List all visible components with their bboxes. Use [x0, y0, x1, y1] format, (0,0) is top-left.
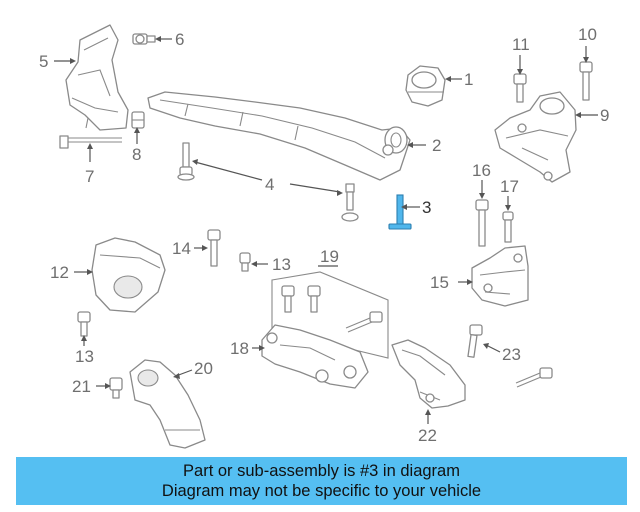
part-19-kit-box [271, 271, 389, 359]
part-9-mount-bracket [494, 91, 577, 183]
part-11-bolt [513, 73, 527, 103]
callout-1: 1 [464, 70, 473, 89]
part-14-bolt [207, 229, 221, 267]
callout-8: 8 [132, 145, 141, 164]
callout-13-lower: 13 [75, 347, 94, 366]
callout-3: 3 [422, 198, 431, 217]
callout-6: 6 [175, 30, 184, 49]
part-1-mount [405, 65, 446, 107]
callout-15: 15 [430, 273, 449, 292]
part-15-bracket [471, 245, 529, 307]
callout-9: 9 [600, 106, 609, 125]
callout-11: 11 [512, 35, 530, 54]
callout-5: 5 [39, 52, 48, 71]
part-2-crossmember [147, 91, 411, 181]
part-3-highlighted-pin [388, 194, 412, 230]
info-banner: Part or sub-assembly is #3 in diagram Di… [16, 457, 627, 505]
part-18-bracket [261, 324, 369, 389]
callout-10: 10 [578, 25, 597, 44]
part-10-bolt [579, 61, 593, 101]
part-13-nut-upper [239, 252, 251, 272]
callout-2: 2 [432, 136, 441, 155]
part-13-bolt-lower [77, 311, 91, 337]
part-23-bolt-upper [467, 324, 483, 358]
callout-13-upper: 13 [272, 255, 291, 274]
part-21-bolt [109, 377, 123, 399]
callout-14: 14 [172, 239, 191, 258]
callout-22: 22 [418, 426, 437, 445]
callout-4: 4 [265, 175, 274, 194]
part-4-bolt-left [177, 142, 195, 181]
callout-20: 20 [194, 359, 213, 378]
part-17-bolt [502, 211, 514, 243]
banner-line-1: Part or sub-assembly is #3 in diagram [183, 462, 460, 480]
callout-12: 12 [50, 263, 69, 282]
callout-18: 18 [230, 339, 249, 358]
part-23-bolt-lower [515, 367, 553, 388]
part-8-nut [131, 111, 145, 129]
callout-23: 23 [502, 345, 521, 364]
part-7-bolt [59, 135, 122, 149]
leader-lines [54, 36, 598, 424]
banner-line-2: Diagram may not be specific to your vehi… [161, 482, 482, 500]
callout-7: 7 [85, 167, 94, 186]
part-22-bracket [391, 339, 466, 409]
part-12-mount [91, 237, 166, 313]
callout-19: 19 [320, 247, 339, 266]
callout-17: 17 [500, 177, 519, 196]
part-5-bracket [65, 24, 129, 131]
part-20-mount [129, 359, 206, 449]
part-4-bolt-right [341, 183, 359, 222]
part-6-bolt [132, 33, 156, 45]
parts-diagram: 5 6 1 2 3 9 10 11 7 8 4 16 17 15 14 13 1… [39, 24, 609, 449]
part-16-bolt [475, 199, 489, 247]
callout-21: 21 [72, 377, 91, 396]
callout-16: 16 [472, 161, 491, 180]
